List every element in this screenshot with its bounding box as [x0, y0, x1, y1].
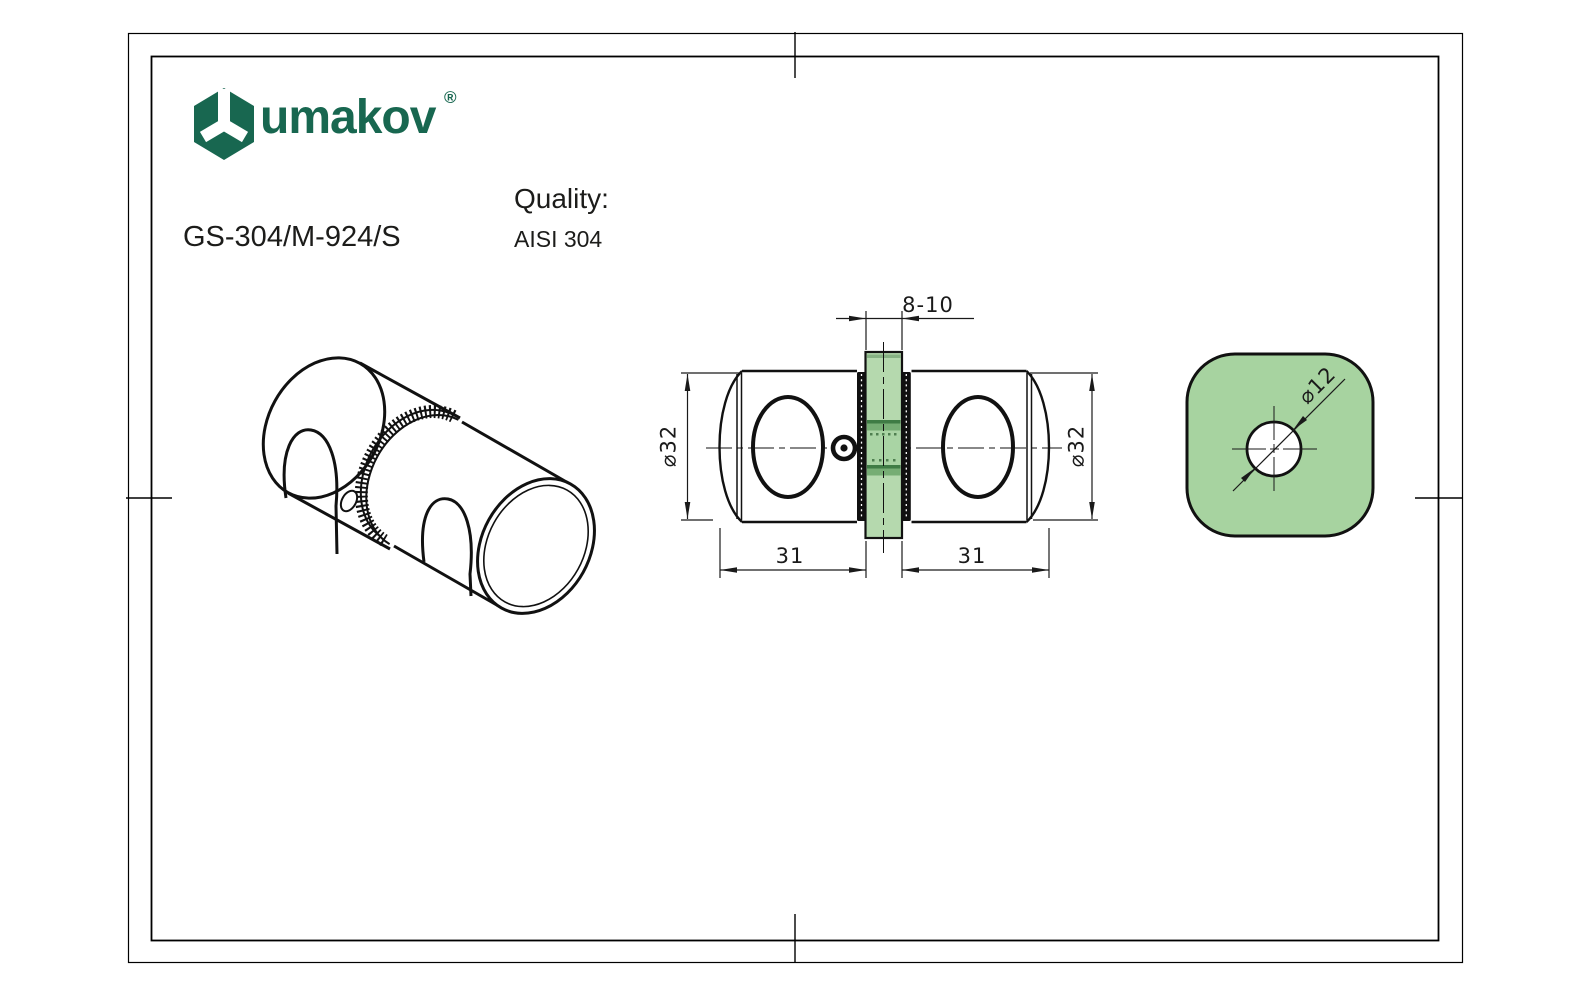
iso-right-knob-face: [476, 477, 596, 615]
iso-right-grip-cutout: [421, 497, 473, 597]
dim-left-length: [719, 528, 867, 578]
iso-left-grip-cutout: [282, 428, 339, 555]
glass-strip: [864, 342, 904, 553]
dim-right-length-text: 31: [958, 544, 987, 568]
iso-band-edge-right: [365, 414, 459, 545]
iso-right-knob-rim: [482, 484, 590, 608]
quality-value: AISI 304: [514, 226, 603, 252]
dim-glass-thickness-text: 8-10: [902, 293, 954, 317]
dim-right-length: [901, 528, 1050, 578]
view-section: 8-10 ⌀32 ⌀32: [656, 293, 1098, 578]
glass-texture-specks: [870, 433, 897, 462]
iso-left-knob-dome: [261, 356, 387, 500]
iso-set-screw-hole: [339, 489, 359, 513]
knurl-bands: [857, 372, 911, 521]
right-grip-oval: [941, 395, 1015, 499]
frame-center-ticks: [126, 32, 1462, 963]
set-screw: [830, 434, 858, 462]
dim-right-diameter-text: ⌀32: [1064, 425, 1088, 467]
dim-left-length-text: 31: [776, 544, 805, 568]
umakov-hexagon-icon: [194, 88, 254, 160]
view-panel: ⌀12: [1185, 352, 1375, 538]
brand-wordmark: umakov: [260, 91, 436, 144]
section-right-knob: [911, 369, 1051, 524]
product-code: GS-304/M-924/S: [183, 221, 401, 253]
section-left-knob: [718, 369, 857, 524]
dim-right-diameter: [1030, 372, 1098, 521]
dim-hole-diameter: [1232, 378, 1346, 492]
quality-label: Quality:: [514, 183, 609, 214]
logo-y-glyph: [199, 89, 249, 143]
view-isometric: [261, 356, 596, 615]
sheet-frame: [126, 32, 1464, 964]
dim-glass-thickness: [836, 311, 974, 350]
iso-knurl-texture: [354, 405, 457, 547]
dim-left-diameter: [681, 372, 741, 521]
registered-trademark-icon: ®: [444, 88, 457, 107]
dim-left-diameter-text: ⌀32: [656, 425, 680, 467]
left-grip-oval: [751, 395, 825, 499]
